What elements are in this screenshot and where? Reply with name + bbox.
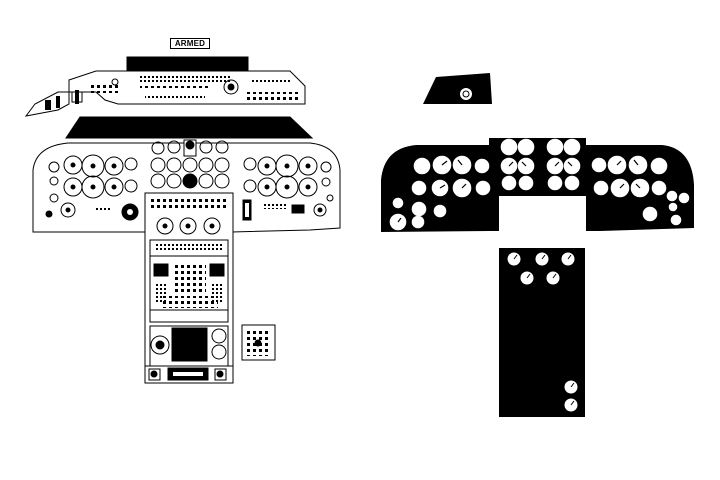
center-upper-gauges: [150, 139, 230, 189]
left-instrument-cluster: [45, 154, 139, 221]
light-panel: [24, 56, 341, 384]
armed-warning-label: ARMED: [170, 38, 210, 49]
right-instrument-cluster: [242, 154, 334, 221]
dark-gauge-needles: [397, 159, 641, 223]
overhead-switch-rows: [45, 76, 300, 110]
dark-panel: [381, 73, 694, 417]
dark-overhead-panel: [423, 73, 492, 104]
glare-shield: [65, 116, 314, 139]
dark-gauges: [389, 138, 690, 231]
pedestal-gauges: [506, 251, 579, 413]
center-pedestal: [144, 192, 234, 384]
overhead-panel: [24, 56, 306, 117]
auxiliary-control-box: [241, 324, 276, 361]
